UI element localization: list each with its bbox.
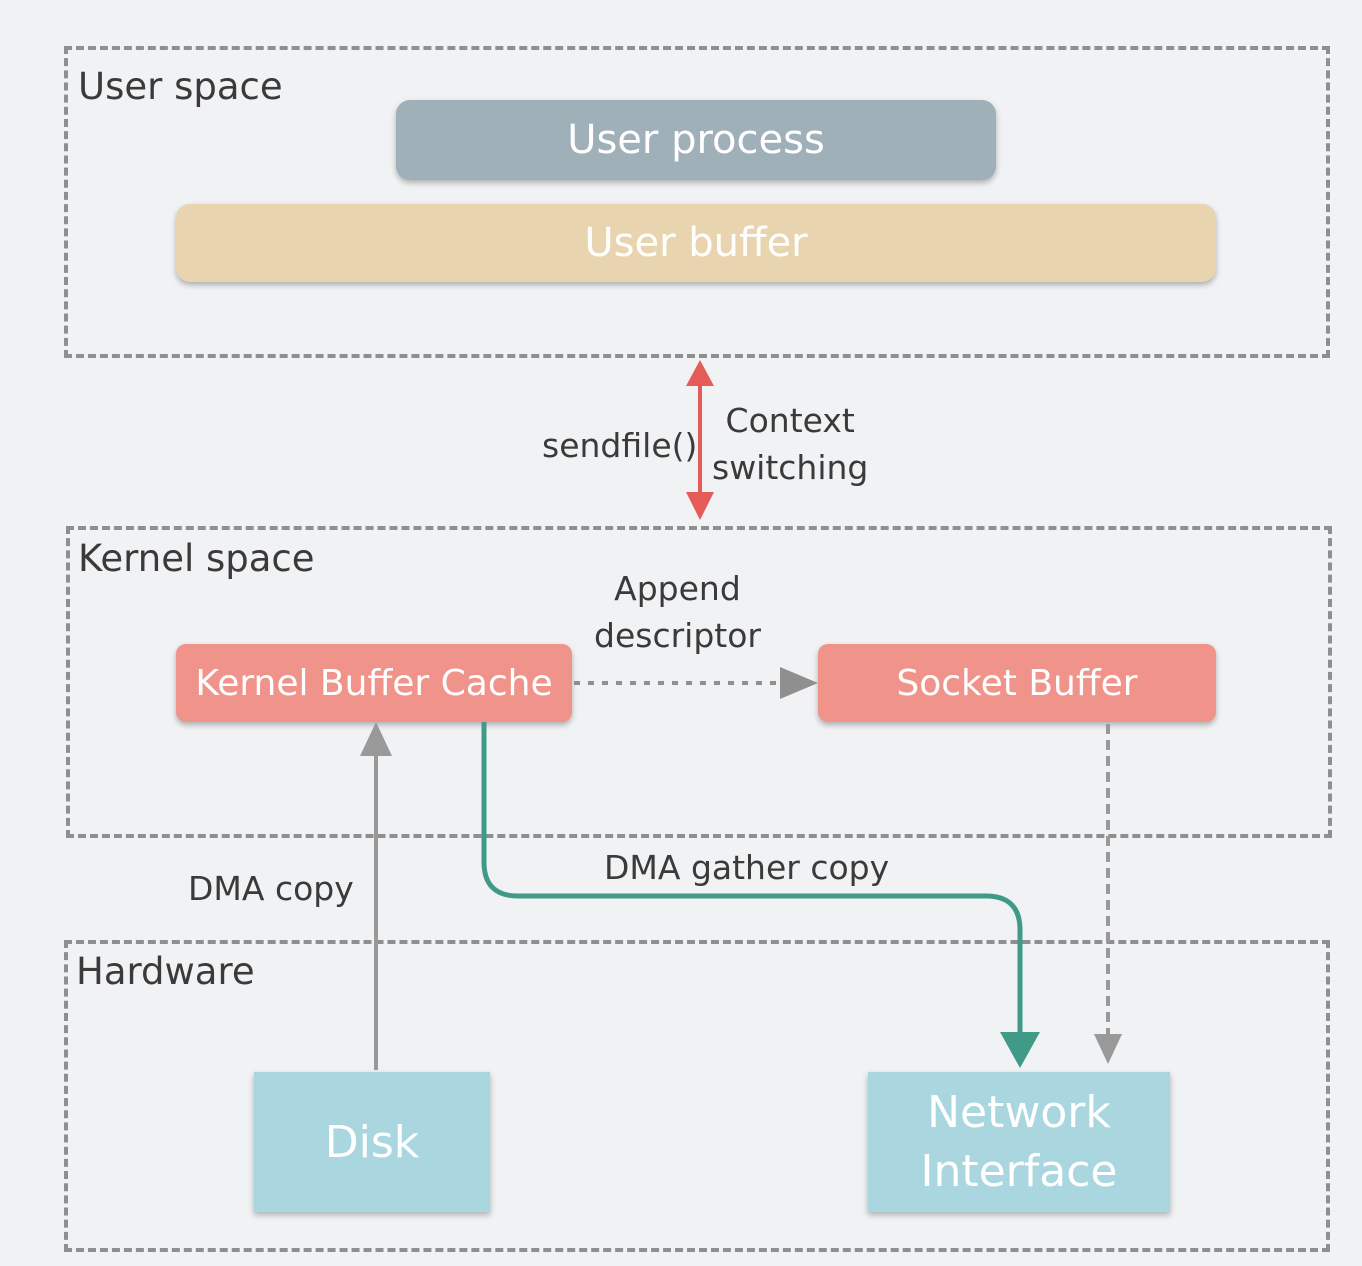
user-buffer-label: User buffer [584, 220, 808, 266]
socket-buffer-label: Socket Buffer [896, 662, 1138, 704]
append-descriptor-label: Append descriptor [594, 566, 761, 660]
user-process-label: User process [567, 117, 825, 163]
user-process-box: User process [396, 100, 996, 180]
kernel-buffer-cache-box: Kernel Buffer Cache [176, 644, 572, 722]
network-interface-box: Network Interface [868, 1072, 1170, 1212]
user-space-label: User space [78, 65, 283, 108]
socket-buffer-box: Socket Buffer [818, 644, 1216, 722]
kernel-space-label: Kernel space [78, 537, 315, 580]
network-interface-label-line1: Network [927, 1086, 1111, 1138]
append-descriptor-line1: Append [614, 569, 741, 608]
user-space-region [64, 46, 1330, 358]
append-descriptor-line2: descriptor [594, 615, 761, 655]
user-buffer-box: User buffer [176, 204, 1216, 282]
disk-label: Disk [324, 1116, 420, 1168]
hardware-label: Hardware [76, 950, 255, 993]
context-switching-line2: switching [712, 447, 869, 487]
kernel-buffer-cache-label: Kernel Buffer Cache [195, 662, 553, 704]
disk-box: Disk [254, 1072, 490, 1212]
network-interface-label-line2: Interface [920, 1146, 1118, 1197]
dma-copy-label: DMA copy [188, 869, 354, 908]
context-switching-line1: Context [725, 401, 855, 440]
sendfile-label: sendfile() [542, 426, 698, 465]
context-switching-label: Context switching [712, 398, 868, 492]
dma-gather-copy-label: DMA gather copy [604, 848, 890, 887]
